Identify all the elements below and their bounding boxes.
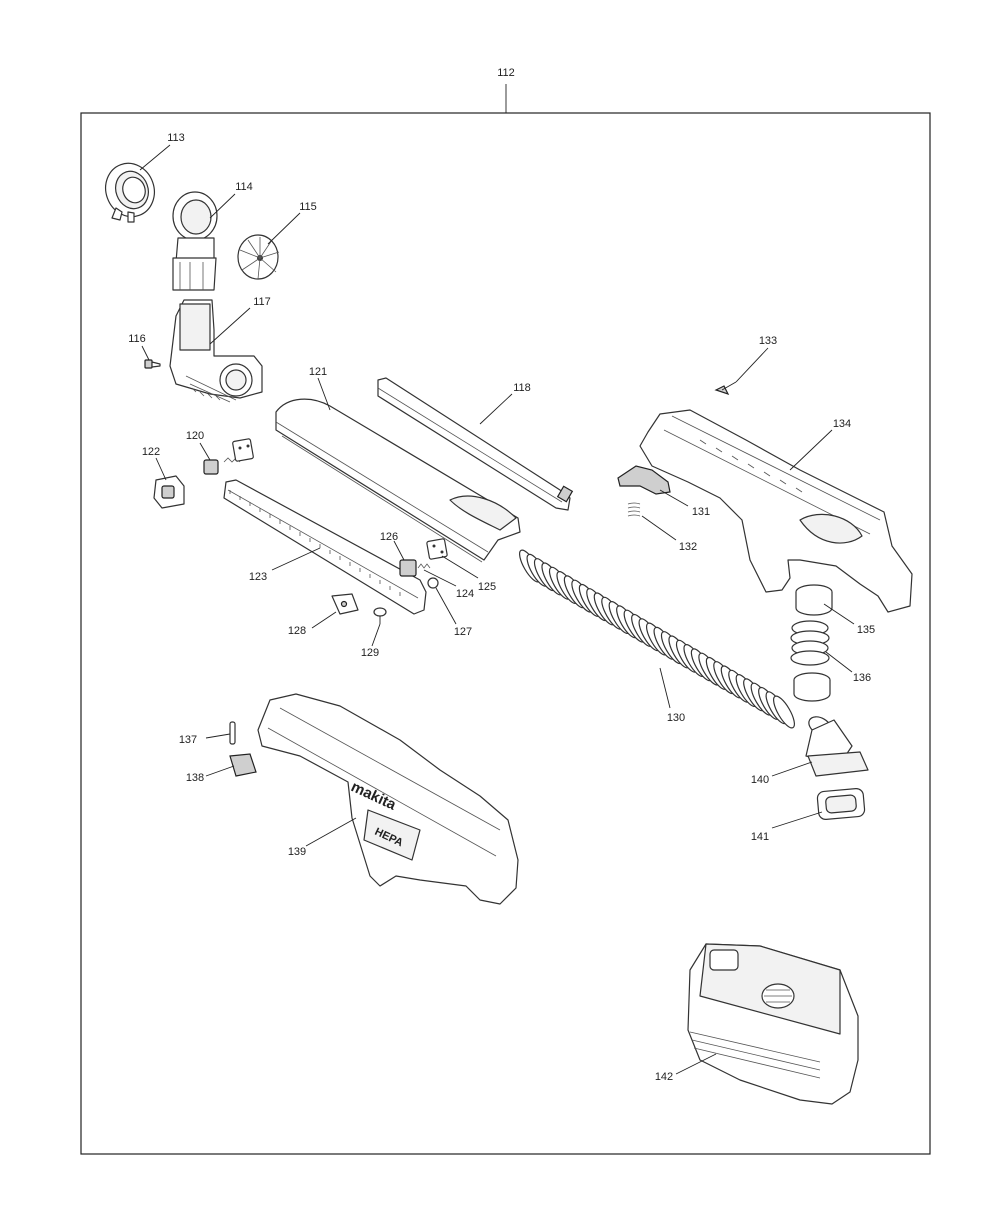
- part-114-nozzle: [172, 191, 218, 291]
- part-125-plate: [426, 538, 448, 560]
- label-126: 126: [380, 531, 398, 543]
- label-134: 134: [833, 418, 851, 430]
- part-131-lever: [617, 465, 671, 495]
- part-124-spring: [417, 563, 431, 569]
- label-137: 137: [179, 734, 197, 746]
- label-136: 136: [853, 672, 871, 684]
- label-125: 125: [478, 581, 496, 593]
- label-139: 139: [288, 846, 306, 858]
- part-134-upper-housing: [639, 409, 913, 613]
- label-141: 141: [751, 831, 769, 843]
- assembly-label: 112: [497, 67, 515, 79]
- label-132: 132: [679, 541, 697, 553]
- hose-rib: [773, 695, 795, 729]
- label-140: 140: [751, 774, 769, 786]
- leader-lines: [139, 144, 855, 1075]
- part-120-clip: [203, 438, 254, 475]
- part-132-spring: [627, 502, 641, 517]
- part-137-pin: [229, 721, 236, 745]
- label-123: 123: [249, 571, 267, 583]
- part-116-screw: [144, 359, 161, 369]
- part-138-button: [229, 753, 257, 777]
- label-128: 128: [288, 625, 306, 637]
- label-135: 135: [857, 624, 875, 636]
- label-114: 114: [235, 181, 253, 193]
- label-138: 138: [186, 772, 204, 784]
- part-labels: 113 114 115 116 117 118 120 121 122 123 …: [128, 132, 875, 1083]
- part-113-ring: [105, 162, 155, 223]
- label-142: 142: [655, 1071, 673, 1083]
- part-133-screw: [714, 381, 737, 396]
- label-127: 127: [454, 626, 472, 638]
- part-117-nozzle-adapter: [169, 299, 263, 403]
- part-118-rail: [377, 377, 574, 511]
- part-141-gasket: [816, 788, 866, 820]
- label-124: 124: [456, 588, 474, 600]
- label-131: 131: [692, 506, 710, 518]
- label-115: 115: [299, 201, 317, 213]
- part-139-lower-housing: makita HEPA: [257, 693, 519, 905]
- part-140-elbow: [805, 716, 869, 777]
- label-120: 120: [186, 430, 204, 442]
- part-128-plate: [331, 593, 359, 615]
- part-142-dust-case: [687, 943, 859, 1105]
- label-133: 133: [759, 335, 777, 347]
- label-113: 113: [167, 132, 185, 144]
- label-121: 121: [309, 366, 327, 378]
- label-117: 117: [253, 296, 271, 308]
- part-115-filter-disc: [237, 234, 280, 280]
- part-130-flexible-hose: [519, 549, 795, 729]
- label-129: 129: [361, 647, 379, 659]
- part-123-rail: [223, 479, 427, 615]
- part-122-slide-button: [153, 475, 185, 509]
- label-130: 130: [667, 712, 685, 724]
- part-121-duct-tube: [275, 398, 521, 563]
- part-135-seal: [795, 584, 833, 616]
- label-116: 116: [128, 333, 146, 345]
- part-129-pin: [373, 607, 387, 624]
- label-118: 118: [513, 382, 531, 394]
- part-127-nut: [427, 577, 439, 589]
- label-122: 122: [142, 446, 160, 458]
- part-126-clip: [399, 559, 417, 577]
- part-136-bellows: [790, 620, 831, 702]
- assembly-frame: [80, 112, 931, 1155]
